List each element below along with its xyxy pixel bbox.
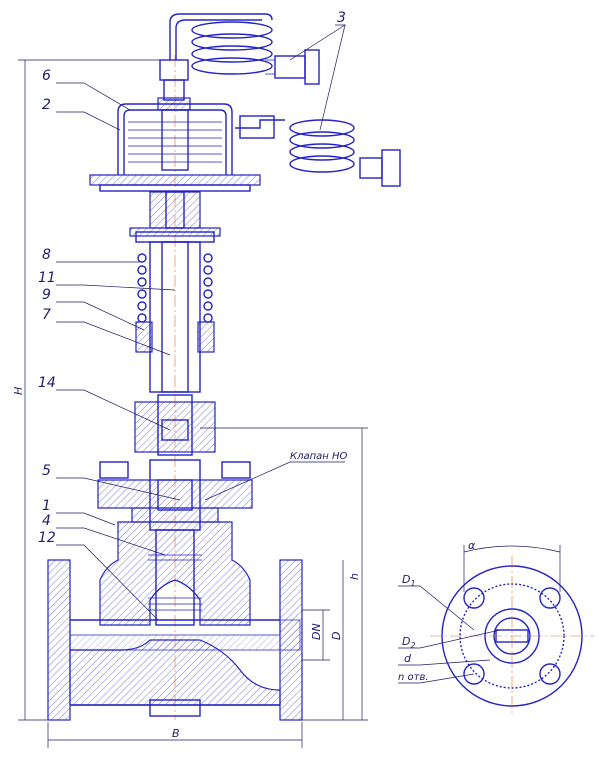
valve-callout-label: Клапан НО bbox=[290, 451, 348, 462]
part-number-4: 4 bbox=[42, 513, 51, 529]
top-connector bbox=[157, 59, 191, 111]
coupling bbox=[134, 394, 216, 456]
dimension-H: H bbox=[12, 387, 25, 395]
part-number-9: 9 bbox=[42, 287, 51, 303]
part-number-6: 6 bbox=[42, 68, 51, 84]
part-number-2: 2 bbox=[42, 97, 51, 113]
dimension-d: d bbox=[404, 652, 412, 665]
capillary-coil-lower bbox=[235, 115, 401, 187]
stem-upper bbox=[129, 191, 221, 243]
spring-coils-right bbox=[203, 253, 213, 323]
part-number-7: 7 bbox=[42, 307, 51, 323]
dimension-lines bbox=[18, 59, 368, 748]
dimension-n-holes: n отв. bbox=[398, 672, 429, 683]
part-number-12: 12 bbox=[38, 530, 56, 546]
dimension-B: B bbox=[172, 727, 180, 740]
dimension-D1: D1 bbox=[402, 573, 416, 588]
spring-section bbox=[135, 241, 215, 393]
part-number-3: 3 bbox=[337, 10, 346, 26]
dimension-alpha: α bbox=[468, 539, 476, 552]
capillary-coil-upper bbox=[169, 13, 320, 85]
actuator-housing bbox=[89, 103, 261, 192]
part-number-14: 14 bbox=[38, 375, 56, 391]
spring-coils-left bbox=[137, 253, 147, 323]
bonnet bbox=[97, 459, 253, 531]
part-number-11: 11 bbox=[38, 270, 56, 286]
dimension-D: D bbox=[330, 632, 343, 640]
dimension-h: h bbox=[348, 573, 361, 580]
part-number-5: 5 bbox=[42, 463, 51, 479]
leader-lines bbox=[56, 24, 347, 621]
flange-end-view bbox=[398, 545, 594, 716]
part-number-1: 1 bbox=[42, 498, 51, 514]
dimension-D2: D2 bbox=[402, 635, 416, 650]
dimension-DN: DN bbox=[310, 623, 323, 640]
part-number-8: 8 bbox=[42, 247, 51, 263]
